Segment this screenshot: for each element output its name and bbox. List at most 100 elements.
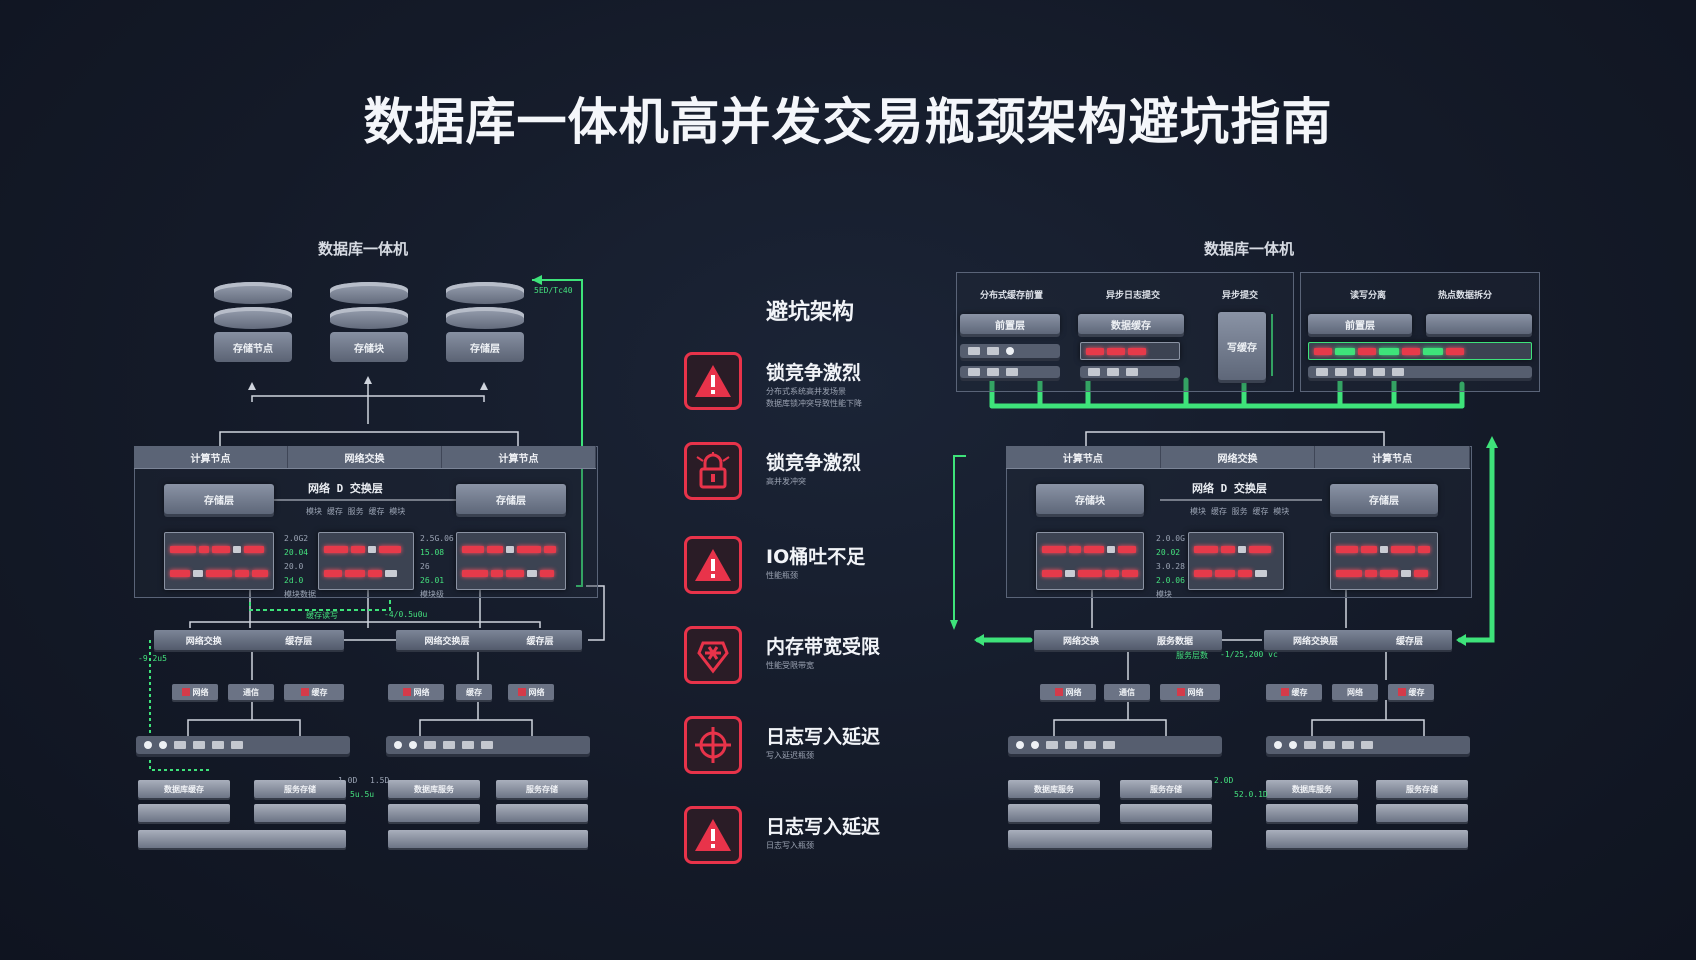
network-sub: 模块 缓存 服务 缓存 模块 bbox=[1190, 507, 1290, 516]
switch-panel bbox=[1080, 366, 1180, 378]
memory-icon bbox=[684, 626, 742, 684]
chip: 网络 bbox=[172, 684, 218, 700]
annotation: 缓存读写 bbox=[306, 611, 338, 620]
switch-row: 网络交换层缓存层 bbox=[1264, 630, 1452, 650]
legend-desc: 性能瓶颈 bbox=[766, 571, 798, 580]
legend-desc: 高并发冲突 bbox=[766, 477, 806, 486]
server-rack bbox=[456, 532, 566, 590]
warning-triangle-icon bbox=[684, 806, 742, 864]
panel-box: 前置层 bbox=[960, 314, 1060, 334]
db-storage-node-1: 存储节点 bbox=[214, 282, 292, 362]
legend-name: 锁竞争激烈 bbox=[766, 452, 862, 474]
server-rack bbox=[164, 532, 274, 590]
warning-triangle-icon bbox=[684, 352, 742, 410]
db-storage-node-3: 存储层 bbox=[446, 282, 524, 362]
db-storage-node-2: 存储块 bbox=[330, 282, 408, 362]
panel-title: 异步日志提交 bbox=[1106, 291, 1161, 301]
switch-panel bbox=[1008, 736, 1222, 754]
warning-triangle-icon bbox=[684, 536, 742, 594]
bottom-box: 数据库服务 bbox=[1008, 780, 1100, 798]
bottom-box-slab bbox=[138, 830, 346, 848]
chip: 缓存 bbox=[456, 684, 492, 700]
bottom-box: 数据库服务 bbox=[388, 780, 480, 798]
switch-panel bbox=[1308, 366, 1532, 378]
storage-layer-box: 存储层 bbox=[456, 484, 566, 514]
bottom-box-slab bbox=[138, 804, 230, 822]
top-annotation: 5ED/Tc40 bbox=[534, 286, 573, 295]
chip: 通信 bbox=[228, 684, 274, 700]
legend-item: 日志写入延迟 日志写入瓶颈 bbox=[684, 806, 954, 868]
legend-title: 避坑架构 bbox=[766, 300, 855, 325]
switch-row: 网络交换服务数据 bbox=[1034, 630, 1222, 650]
legend-desc: 写入延迟瓶颈 bbox=[766, 751, 814, 760]
storage-node-label: 存储层 bbox=[446, 332, 524, 362]
bottom-box-slab bbox=[254, 804, 346, 822]
bottom-box: 数据库服务 bbox=[1266, 780, 1358, 798]
network-label: 网络 D 交换层 bbox=[308, 482, 383, 495]
switch-row: 网络交换层缓存层 bbox=[396, 630, 582, 650]
header-cell: 计算节点 bbox=[1315, 446, 1471, 468]
legend-item: 锁竞争激烈 分布式系统高并发场景数据库锁冲突导致性能下降 bbox=[684, 352, 954, 414]
chip: 网络 bbox=[1040, 684, 1096, 700]
header-cell: 计算节点 bbox=[442, 446, 596, 468]
mini-rack bbox=[1308, 342, 1532, 360]
chip: 缓存 bbox=[1388, 684, 1434, 700]
bottom-box: 服务存储 bbox=[1120, 780, 1212, 798]
storage-layer-box: 存储层 bbox=[164, 484, 274, 514]
panel-title: 分布式缓存前置 bbox=[980, 291, 1044, 301]
annotation: -9.2u5 bbox=[138, 654, 167, 663]
panel-box: 前置层 bbox=[1308, 314, 1412, 334]
legend-desc: 性能受限带宽 bbox=[766, 661, 814, 670]
legend-name: 日志写入延迟 bbox=[766, 726, 881, 748]
legend-item: 日志写入延迟 写入延迟瓶颈 bbox=[684, 716, 954, 778]
storage-layer-box: 存储块 bbox=[1036, 484, 1144, 514]
page-title: 数据库一体机高并发交易瓶颈架构避坑指南 bbox=[363, 93, 1333, 151]
annotation: 服务层数 bbox=[1176, 651, 1208, 660]
network-label: 网络 D 交换层 bbox=[1192, 482, 1267, 495]
panel-box: 数据缓存 bbox=[1078, 314, 1184, 334]
panel-box bbox=[1426, 314, 1532, 334]
right-diagram-label: 数据库一体机 bbox=[1204, 240, 1295, 258]
header-cell: 网络交换 bbox=[1161, 446, 1316, 468]
right-compute-header: 计算节点 网络交换 计算节点 bbox=[1006, 446, 1471, 469]
lock-icon bbox=[684, 442, 742, 500]
chip: 网络 bbox=[508, 684, 554, 700]
bottom-box-slab bbox=[496, 804, 588, 822]
panel-title: 异步提交 bbox=[1222, 291, 1259, 301]
chip: 缓存 bbox=[284, 684, 344, 700]
server-rack bbox=[1188, 532, 1284, 590]
bottom-box: 数据库缓存 bbox=[138, 780, 230, 798]
legend-item: 内存带宽受限 性能受限带宽 bbox=[684, 626, 954, 688]
legend-name: IO桶吐不足 bbox=[766, 546, 866, 568]
bottom-box: 服务存储 bbox=[254, 780, 346, 798]
chip: 缓存 bbox=[1266, 684, 1322, 700]
server-rack bbox=[1036, 532, 1144, 590]
switch-panel bbox=[960, 366, 1060, 378]
annotation: -1/25,200 vc bbox=[1220, 650, 1278, 659]
legend-name: 锁竞争激烈 bbox=[766, 362, 862, 384]
panel-title: 热点数据拆分 bbox=[1438, 291, 1493, 301]
network-sub: 模块 缓存 服务 缓存 模块 bbox=[306, 507, 406, 516]
bottom-box-slab bbox=[1376, 804, 1468, 822]
bottom-annotation: 52.0.1D bbox=[1234, 790, 1268, 799]
left-diagram-label: 数据库一体机 bbox=[318, 240, 409, 258]
server-rack bbox=[1330, 532, 1438, 590]
switch-panel bbox=[960, 344, 1060, 358]
chip: 网络 bbox=[388, 684, 444, 700]
legend-item: 锁竞争激烈 高并发冲突 bbox=[684, 442, 954, 504]
switch-panel bbox=[1266, 736, 1470, 754]
mini-rack bbox=[1080, 342, 1180, 360]
legend-desc: 日志写入瓶颈 bbox=[766, 841, 814, 850]
bottom-annotation: 1.5D bbox=[370, 776, 390, 785]
switch-panel bbox=[386, 736, 590, 754]
bottom-box-slab bbox=[388, 804, 480, 822]
header-cell: 计算节点 bbox=[1006, 446, 1161, 468]
bottom-box: 服务存储 bbox=[1376, 780, 1468, 798]
bottom-box: 服务存储 bbox=[496, 780, 588, 798]
legend-desc: 分布式系统高并发场景数据库锁冲突导致性能下降 bbox=[766, 387, 862, 408]
bottom-box-slab bbox=[1266, 804, 1358, 822]
crosshair-icon bbox=[684, 716, 742, 774]
header-cell: 网络交换 bbox=[288, 446, 442, 468]
